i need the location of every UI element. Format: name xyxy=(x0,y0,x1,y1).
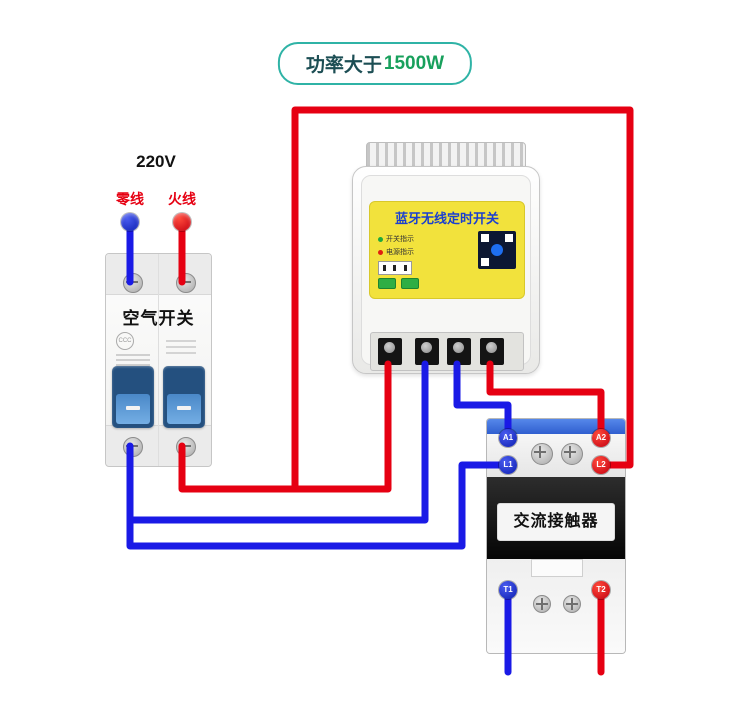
switch-indicator: 开关指示 xyxy=(378,234,419,244)
qr-code xyxy=(478,231,516,269)
terminal-l2: L2 xyxy=(592,456,610,474)
ccc-cert-mark: CCC xyxy=(116,332,134,350)
breaker-screw-bottom-right xyxy=(176,437,196,457)
banner-highlight-text: 1500W xyxy=(383,52,445,74)
switch-indicator-label: 开关指示 xyxy=(386,236,414,243)
terminal-t1: T1 xyxy=(499,581,517,599)
terminal-t2: T2 xyxy=(592,581,610,599)
wiring-mini-diagram xyxy=(378,261,412,275)
terminal-a2: A2 xyxy=(592,429,610,447)
breaker-toggle-handle-left xyxy=(112,366,154,428)
breaker-screw-bottom-left xyxy=(123,437,143,457)
banner-prefix-text: 功率大于 xyxy=(305,55,382,76)
contactor-screw-top-right xyxy=(561,443,583,465)
wire-timer-live-in xyxy=(289,360,392,493)
power-indicator-label: 电源指示 xyxy=(386,249,414,256)
timer-left-column: 开关指示 电源指示 xyxy=(378,231,419,289)
contactor-screw-bottom-left xyxy=(533,595,551,613)
timer-terminal-1 xyxy=(378,338,402,365)
wire-neutral-to-l1 xyxy=(126,461,506,550)
timer-button-left xyxy=(378,278,396,289)
timer-terminal-4 xyxy=(480,338,504,365)
contactor-name-plate: 交流接触器 xyxy=(497,503,615,541)
breaker-screw-top-right xyxy=(176,273,196,293)
timer-terminal-strip xyxy=(370,332,524,371)
breaker-pole-divider xyxy=(158,254,159,466)
terminal-l1: L1 xyxy=(499,456,517,474)
breaker-screw-top-left xyxy=(123,273,143,293)
timer-button-right xyxy=(401,278,419,289)
breaker-spec-text-lines-right xyxy=(166,336,196,358)
ac-contactor: 交流接触器 xyxy=(486,418,626,654)
timer-terminal-3 xyxy=(447,338,471,365)
contactor-contact-cover xyxy=(531,559,583,577)
timer-terminal-2 xyxy=(415,338,439,365)
neutral-wire-label: 零线 xyxy=(116,191,144,207)
power-indicator: 电源指示 xyxy=(378,247,419,257)
timer-label-panel: 蓝牙无线定时开关 开关指示 电源指示 xyxy=(369,201,525,299)
air-circuit-breaker: 空气开关 CCC xyxy=(105,253,212,467)
contactor-screw-top-left xyxy=(531,443,553,465)
bluetooth-timer-switch: 蓝牙无线定时开关 开关指示 电源指示 xyxy=(352,166,540,374)
power-indicator-led xyxy=(378,249,383,255)
power-rating-banner: 功率大于 1500W xyxy=(277,42,473,85)
live-wire-label: 火线 xyxy=(168,191,196,207)
contactor-screw-bottom-right xyxy=(563,595,581,613)
switch-indicator-led xyxy=(378,236,383,242)
live-terminal xyxy=(173,213,191,231)
timer-title: 蓝牙无线定时开关 xyxy=(394,211,499,226)
terminal-a1: A1 xyxy=(499,429,517,447)
breaker-name-label: 空气开关 xyxy=(122,309,195,328)
neutral-terminal xyxy=(121,213,139,231)
breaker-toggle-handle-right xyxy=(163,366,205,428)
voltage-label: 220V xyxy=(136,152,176,171)
